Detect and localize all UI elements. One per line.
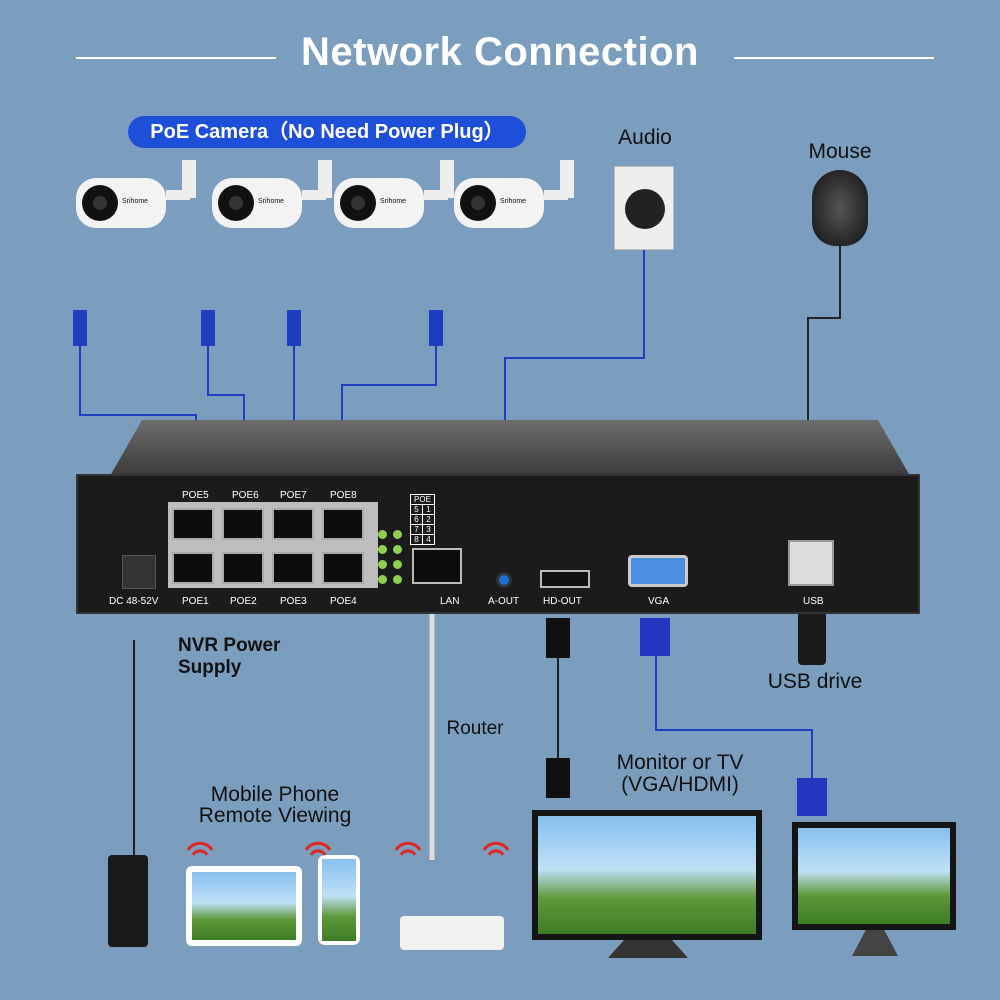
audio-label: Audio	[618, 126, 672, 149]
hdout-label: HD-OUT	[543, 596, 582, 607]
hdmi-plug-top	[546, 618, 570, 658]
title-divider-left	[76, 57, 276, 59]
port-poe8[interactable]	[322, 508, 364, 540]
speaker-icon	[614, 166, 674, 250]
monitor-stand	[608, 940, 688, 958]
poe6-label: POE6	[232, 490, 259, 501]
page-title: Network Connection	[301, 30, 699, 74]
mouse-label: Mouse	[808, 140, 872, 163]
camera-brand: Srihome	[258, 198, 285, 205]
camera-1: Srihome	[72, 160, 202, 255]
vga-label: VGA	[648, 596, 670, 607]
wifi-icons	[186, 841, 510, 856]
usb-label: USB	[803, 596, 824, 607]
vga-port[interactable]	[628, 555, 688, 587]
dc-power-jack	[122, 555, 156, 589]
usb-drive	[798, 600, 826, 665]
monitor-vga	[792, 822, 956, 930]
poe7-label: POE7	[280, 490, 307, 501]
port-poe7[interactable]	[272, 508, 314, 540]
poe4-label: POE4	[330, 596, 357, 607]
poe1-label: POE1	[182, 596, 209, 607]
port-poe1[interactable]	[172, 552, 214, 584]
usb-ports[interactable]	[788, 540, 834, 586]
hdmi-plug-bottom	[546, 758, 570, 798]
camera-4: Srihome	[450, 160, 580, 255]
router-device	[400, 916, 504, 950]
monitor-hdmi	[532, 810, 762, 940]
camera-2: Srihome	[208, 160, 338, 255]
usb-drive-label: USB drive	[767, 670, 863, 693]
mouse-cable	[807, 245, 841, 480]
camera-brand: Srihome	[380, 198, 407, 205]
aout-label: A-OUT	[488, 596, 520, 607]
port-poe3[interactable]	[272, 552, 314, 584]
port-poe2[interactable]	[222, 552, 264, 584]
port-poe5[interactable]	[172, 508, 214, 540]
port-poe4[interactable]	[322, 552, 364, 584]
port-lan[interactable]	[412, 548, 462, 584]
dc-label: DC 48-52V	[109, 596, 159, 607]
camera-brand: Srihome	[500, 198, 527, 205]
poe3-label: POE3	[280, 596, 307, 607]
poe5-label: POE5	[182, 490, 209, 501]
vga-plug-bottom	[797, 778, 827, 816]
poe8-label: POE8	[330, 490, 357, 501]
router-label: Router	[446, 718, 504, 739]
nvr-top	[110, 420, 910, 476]
audio-out-jack[interactable]	[496, 572, 512, 588]
monitor-label: Monitor or TV(VGA/HDMI)	[616, 751, 744, 796]
hdmi-port[interactable]	[540, 570, 590, 588]
mouse-icon	[812, 170, 868, 246]
vga-plug-top	[640, 618, 670, 656]
power-adapter	[108, 855, 148, 947]
vga-cable	[655, 650, 813, 780]
poe-camera-badge: PoE Camera（No Need Power Plug）	[128, 116, 526, 148]
title-divider-right	[734, 57, 934, 59]
lan-label: LAN	[440, 596, 460, 607]
camera-brand: Srihome	[122, 198, 149, 205]
camera-3: Srihome	[330, 160, 460, 255]
tablet	[186, 866, 302, 946]
status-leds	[378, 530, 404, 584]
nvr-power-label: NVR Power Supply	[178, 635, 281, 678]
phone	[318, 855, 360, 945]
port-poe6[interactable]	[222, 508, 264, 540]
poe2-label: POE2	[230, 596, 257, 607]
